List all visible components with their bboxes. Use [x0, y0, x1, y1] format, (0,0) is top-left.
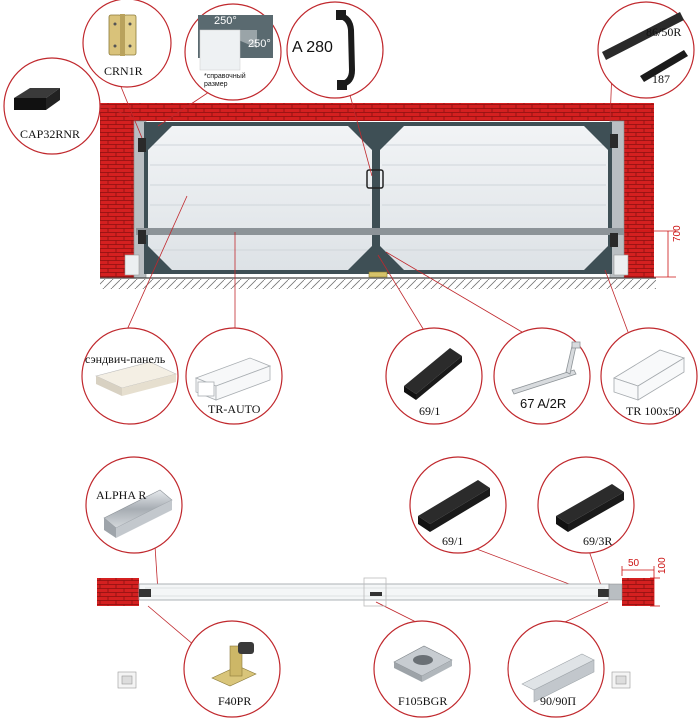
- detail-crn1r: [82, 0, 172, 88]
- bracket-icon: [521, 653, 595, 703]
- detail-f105bgr: [373, 620, 471, 718]
- gate-plan: [97, 566, 660, 607]
- base-plate-icon: [393, 645, 453, 682]
- rubber-profile-icon: [404, 348, 462, 400]
- detail-f40pr: [183, 620, 281, 718]
- detail-69-1-bottom: [409, 456, 507, 554]
- detail-alpha-r: [85, 456, 183, 554]
- gate-leaf-left: [144, 122, 376, 274]
- label-67a2r: 67 A/2R: [520, 396, 567, 411]
- detail-rubber-strip: [597, 1, 695, 99]
- label-69-1-bottom: 69/1: [442, 534, 464, 548]
- plan-pillar-left: [97, 578, 139, 606]
- label-cap32rnr: CAP32RNR: [20, 127, 81, 141]
- label-dim-100: 100: [657, 557, 668, 574]
- label-alpha-r: ALPHA R: [96, 488, 147, 502]
- label-tr100x50: TR 100x50: [626, 404, 681, 418]
- label-187: 187: [652, 72, 670, 86]
- panel-lines: [150, 144, 606, 251]
- gate-elevation: [100, 103, 676, 289]
- label-69-3r: 69/3R: [583, 534, 613, 548]
- corner-icon: [198, 15, 273, 71]
- tube-icon: [194, 357, 272, 401]
- plan-pillar-right: [622, 578, 654, 606]
- stopper-icon: [211, 642, 257, 687]
- detail-corner-250: [184, 3, 282, 101]
- label-69-1-top: 69/1: [419, 404, 441, 418]
- alpha-rail-icon: [103, 489, 173, 538]
- detail-a280: [286, 1, 384, 99]
- label-sandwich-panel: сэндвич-панель: [85, 352, 166, 366]
- detail-69-3r: [537, 456, 635, 554]
- ground-hatch: [100, 279, 656, 289]
- label-crn1r: CRN1R: [104, 64, 143, 78]
- hinges: [138, 134, 618, 247]
- end-fittings: [117, 671, 631, 689]
- cap-icon: [14, 88, 60, 110]
- bolt-icon: [511, 341, 581, 395]
- label-tr-auto: TR-AUTO: [208, 402, 261, 416]
- brick-pillar-left: [100, 103, 136, 278]
- label-angle-top: 250°: [214, 15, 237, 27]
- label-f40pr: F40PR: [218, 694, 252, 708]
- handle-mark: [366, 169, 384, 189]
- brick-pillar-right: [624, 103, 654, 278]
- detail-69-1-top: [385, 327, 483, 425]
- label-90-90p: 90/90П: [540, 694, 576, 708]
- label-86-50r: 86/50R: [646, 25, 682, 39]
- detail-sandwich: [81, 327, 179, 425]
- rubber-strip-icon: [602, 12, 688, 82]
- label-f105bgr: F105BGR: [398, 694, 448, 708]
- detail-cap32rnr: [3, 57, 101, 155]
- dimension-700: [624, 230, 676, 278]
- detail-tr100x50: [600, 327, 698, 425]
- rectangular-tube-icon: [613, 349, 685, 401]
- dimension-50-100: [621, 566, 660, 607]
- label-dim-700: 700: [672, 225, 683, 242]
- detail-90-90p: [507, 620, 605, 718]
- sandwich-panel-icon: [95, 361, 177, 396]
- label-dim-50: 50: [628, 558, 640, 569]
- rubber-profile-icon: [418, 480, 490, 532]
- label-reference-size: *справочный размер: [204, 73, 246, 88]
- hinge-icon: [108, 14, 137, 56]
- label-angle-right: 250°: [248, 38, 271, 50]
- detail-67a2r: [493, 327, 591, 425]
- label-a280: A 280: [292, 39, 333, 56]
- detail-tr-auto: [185, 327, 283, 425]
- brick-beam: [100, 103, 654, 121]
- floor-stopper: [368, 271, 388, 278]
- middle-rail: [136, 228, 624, 235]
- rubber-profile-icon: [556, 484, 624, 532]
- gate-leaf-right: [376, 122, 612, 274]
